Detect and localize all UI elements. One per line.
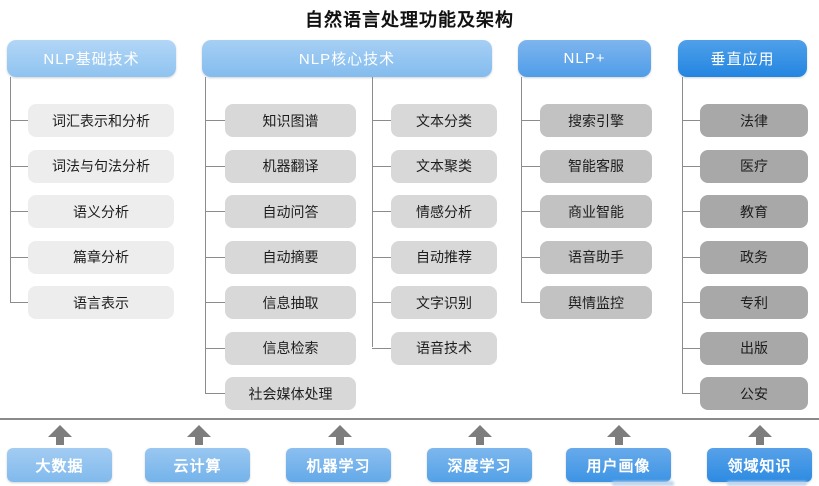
item-box: 语义分析 [10, 195, 174, 228]
item-box: 文字识别 [372, 286, 497, 319]
item-box: 信息检索 [205, 331, 356, 365]
item-box: 知识图谱 [205, 104, 356, 137]
up-arrow-icon [48, 425, 72, 445]
foundation-box: 领域知识 [707, 448, 812, 482]
item-box: 词汇表示和分析 [10, 104, 174, 137]
item-box: 语音技术 [372, 331, 497, 365]
group-header-nlp-basic: NLP基础技术 [7, 40, 176, 77]
group-header-nlp-plus: NLP+ [518, 40, 651, 77]
item-box: 机器翻译 [205, 149, 356, 183]
up-arrow-icon [468, 425, 492, 445]
foundation-box: 机器学习 [286, 448, 391, 482]
column-nlp-core-right: 文本分类 文本聚类 情感分析 自动推荐 文字识别 语音技术 [372, 104, 497, 365]
column-vertical-apps: 法律 医疗 教育 政务 专利 出版 公安 [682, 104, 808, 410]
item-box: 词法与句法分析 [10, 149, 174, 183]
item-box: 公安 [682, 377, 808, 410]
item-box: 出版 [682, 331, 808, 365]
item-box: 社会媒体处理 [205, 377, 356, 410]
column-nlp-basic: 词汇表示和分析 词法与句法分析 语义分析 篇章分析 语言表示 [10, 104, 174, 319]
item-box: 语言表示 [10, 286, 174, 319]
up-arrow-icon [607, 425, 631, 445]
connector-line [10, 77, 11, 302]
item-box: 语音助手 [521, 240, 652, 274]
column-nlp-core-left: 知识图谱 机器翻译 自动问答 自动摘要 信息抽取 信息检索 社会媒体处理 [205, 104, 356, 410]
item-box: 智能客服 [521, 149, 652, 183]
foundation-box: 用户画像 [566, 448, 671, 482]
item-box: 政务 [682, 240, 808, 274]
item-box: 舆情监控 [521, 286, 652, 319]
foundation-box: 深度学习 [427, 448, 532, 482]
column-nlp-plus: 搜索引擎 智能客服 商业智能 语音助手 舆情监控 [521, 104, 652, 319]
connector-line [682, 77, 683, 393]
item-box: 文本聚类 [372, 149, 497, 183]
group-header-nlp-core: NLP核心技术 [202, 40, 492, 77]
foundation-box: 云计算 [145, 448, 250, 482]
item-box: 搜索引擎 [521, 104, 652, 137]
page-title: 自然语言处理功能及架构 [305, 10, 514, 30]
watermark-remnant [612, 481, 674, 486]
watermark-remnant [727, 481, 807, 486]
item-box: 教育 [682, 195, 808, 228]
item-box: 自动问答 [205, 195, 356, 228]
item-box: 文本分类 [372, 104, 497, 137]
up-arrow-icon [187, 425, 211, 445]
item-box: 商业智能 [521, 195, 652, 228]
item-box: 专利 [682, 286, 808, 319]
item-box: 自动推荐 [372, 240, 497, 274]
item-box: 医疗 [682, 149, 808, 183]
foundation-box: 大数据 [7, 448, 112, 482]
item-box: 自动摘要 [205, 240, 356, 274]
item-box: 信息抽取 [205, 286, 356, 319]
item-box: 篇章分析 [10, 240, 174, 274]
item-box: 情感分析 [372, 195, 497, 228]
group-header-vertical-apps: 垂直应用 [678, 40, 807, 77]
connector-line [205, 77, 206, 393]
up-arrow-icon [748, 425, 772, 445]
up-arrow-icon [328, 425, 352, 445]
divider-line [0, 418, 819, 420]
connector-line [521, 77, 522, 302]
item-box: 法律 [682, 104, 808, 137]
connector-line [372, 77, 373, 347]
